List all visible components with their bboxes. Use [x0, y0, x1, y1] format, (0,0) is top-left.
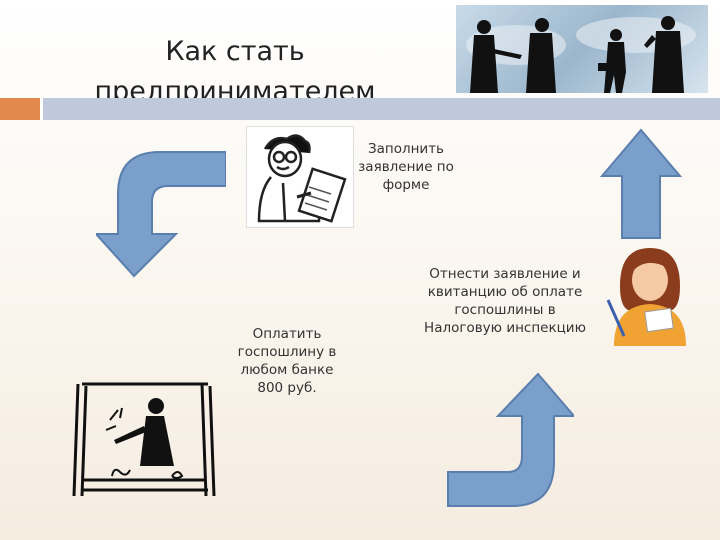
- curved-arrow-up-icon: [447, 372, 574, 507]
- step-fill-form-line: заявление по: [358, 159, 454, 175]
- business-people-silhouettes: [466, 16, 696, 93]
- arrow-up-icon: [600, 128, 682, 239]
- man-with-clipboard-icon: [246, 126, 354, 228]
- step-pay-line: любом банке: [240, 362, 334, 378]
- step-pay-line: Оплатить: [252, 326, 322, 342]
- step-submit-line: госпошлины в: [454, 302, 556, 318]
- accent-bar-orange: [0, 98, 40, 120]
- step-fill-form: Заполнить заявление по форме: [350, 140, 462, 194]
- step-submit-line: Налоговую инспекцию: [424, 320, 586, 336]
- step-fill-form-line: форме: [382, 177, 430, 193]
- step-pay: Оплатить госпошлину в любом банке 800 ру…: [224, 325, 350, 397]
- woman-clerk-icon: [600, 246, 696, 346]
- curved-arrow-down-icon: [96, 151, 226, 278]
- title-line-1: Как стать: [165, 36, 305, 68]
- accent-bar-blue: [43, 98, 720, 120]
- step-fill-form-line: Заполнить: [367, 141, 445, 157]
- business-people-photo: [456, 5, 708, 93]
- cashier-window-icon: [72, 380, 218, 498]
- step-submit: Отнести заявление и квитанцию об оплате …: [405, 265, 605, 337]
- accent-bar-gap: [40, 98, 43, 120]
- step-pay-line: госпошлину в: [237, 344, 337, 360]
- step-pay-line: 800 руб.: [257, 380, 317, 396]
- step-submit-line: квитанцию об оплате: [427, 284, 583, 300]
- accent-bar: [0, 98, 720, 120]
- step-submit-line: Отнести заявление и: [429, 266, 581, 282]
